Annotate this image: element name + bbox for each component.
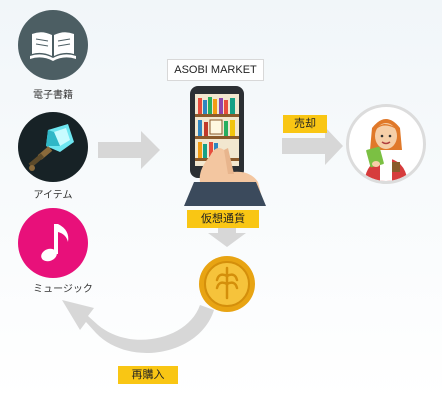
music-label: ミュージック [33, 284, 93, 295]
buyer-circle[interactable] [346, 104, 426, 184]
crystal-sword-icon [28, 124, 74, 171]
rebuy-tag: 再購入 [118, 366, 178, 384]
ebook-circle[interactable] [18, 10, 88, 80]
item-label: アイテム [33, 190, 73, 201]
arrow-sell-shape [282, 127, 343, 165]
open-book-icon [30, 32, 76, 61]
woman-with-book-icon [364, 119, 408, 181]
ebook-label: 電子書籍 [33, 90, 73, 101]
arrow-right-shape [98, 131, 160, 169]
music-note-icon [41, 224, 69, 262]
smartphone-bookshelf-icon[interactable] [180, 86, 280, 206]
arrow-down-shape [208, 218, 246, 247]
curved-arrow-shape [62, 300, 214, 353]
market-title: ASOBI MARKET [167, 59, 264, 81]
crypto-tag: 仮想通貨 [187, 210, 259, 228]
sell-tag: 売却 [283, 115, 327, 133]
gold-coin-icon[interactable] [197, 254, 257, 314]
music-circle[interactable] [18, 208, 88, 278]
item-circle[interactable] [18, 112, 88, 182]
